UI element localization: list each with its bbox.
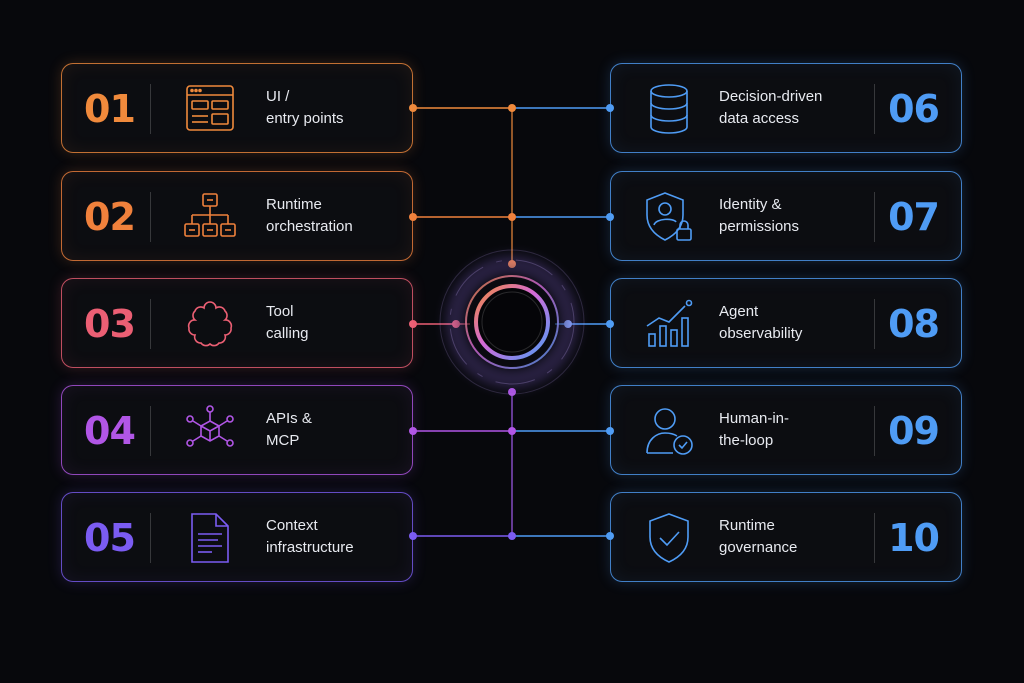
step-number: 07 (888, 195, 940, 239)
step-number: 09 (888, 409, 940, 453)
user-check-icon (646, 408, 693, 455)
divider (150, 84, 151, 134)
step-number: 08 (888, 302, 940, 346)
horizontal-connectors (413, 107, 610, 537)
flower-gear-icon (187, 301, 233, 347)
divider (874, 84, 875, 134)
card-apis-mcp[interactable]: 04 APIs &MCP (61, 385, 413, 475)
step-number: 01 (84, 87, 136, 131)
card-human-in-the-loop[interactable]: Human-in-the-loop 09 (610, 385, 962, 475)
central-hub (432, 242, 592, 402)
shield-check-icon (649, 513, 689, 563)
divider (874, 406, 875, 456)
divider (150, 513, 151, 563)
card-label: UI /entry points (266, 88, 344, 127)
step-number: 06 (888, 87, 940, 131)
bar-chart-trend-icon (646, 299, 693, 347)
divider (150, 406, 151, 456)
browser-window-icon (186, 85, 234, 131)
step-number: 02 (84, 195, 136, 239)
shield-user-lock-icon (646, 192, 692, 241)
network-cube-icon (186, 405, 234, 447)
card-identity-permissions[interactable]: Identity &permissions 07 (610, 171, 962, 261)
hierarchy-icon (184, 193, 236, 237)
card-label: Identity &permissions (719, 196, 800, 235)
divider (150, 192, 151, 242)
card-label: APIs &MCP (266, 410, 312, 449)
divider (874, 192, 875, 242)
divider (150, 299, 151, 349)
divider (874, 299, 875, 349)
database-icon (650, 84, 688, 134)
divider (874, 513, 875, 563)
step-number: 03 (84, 302, 136, 346)
card-ui-entry-points[interactable]: 01 UI /entry points (61, 63, 413, 153)
card-label: Human-in-the-loop (719, 410, 790, 449)
step-number: 04 (84, 409, 136, 453)
document-icon (191, 513, 229, 563)
step-number: 05 (84, 516, 136, 560)
step-number: 10 (888, 516, 940, 560)
